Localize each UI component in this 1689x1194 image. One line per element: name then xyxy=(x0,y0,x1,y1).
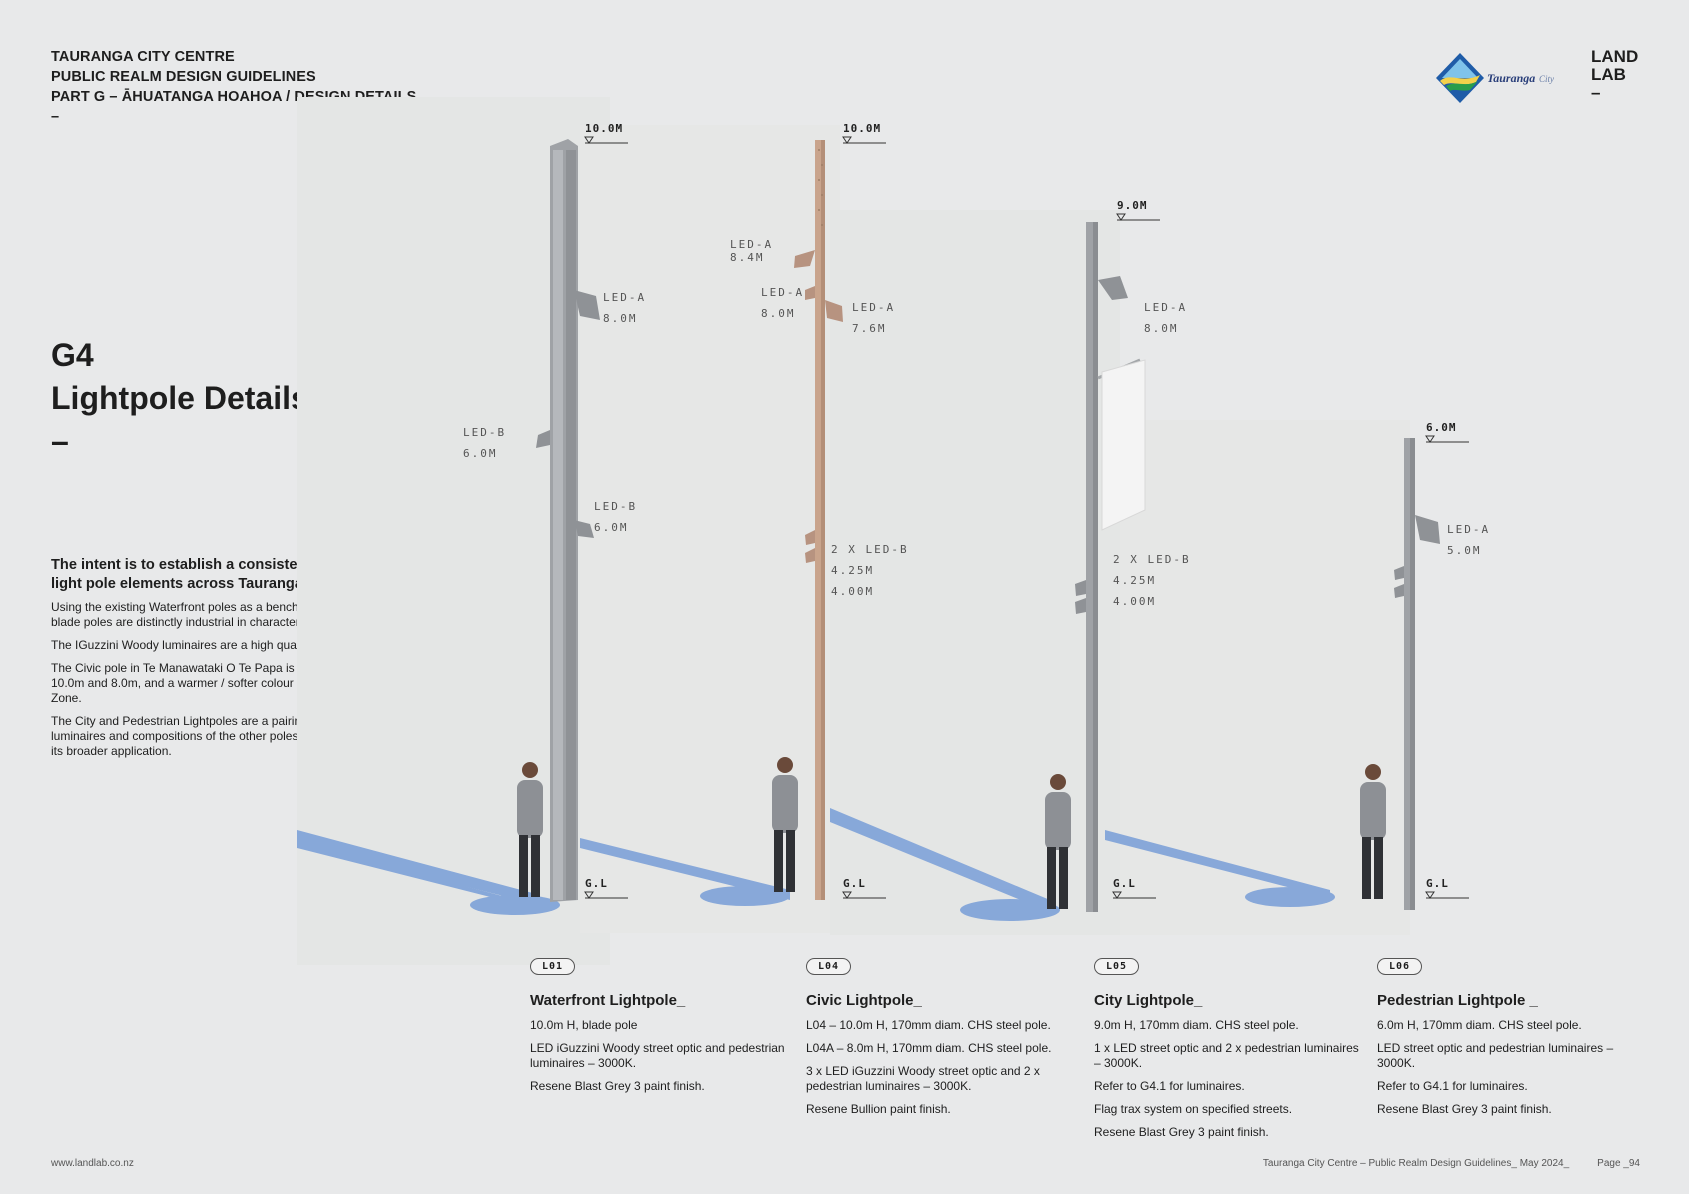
ground-level-label: G.L xyxy=(1113,877,1136,890)
landlab-logo: LAND LAB – xyxy=(1591,48,1638,102)
pole-shadows xyxy=(297,808,1335,921)
spec-line: 6.0m H, 170mm diam. CHS steel pole. xyxy=(1377,1018,1582,1032)
lightpole-elevation-drawing: 10.0M 10.0M 9.0M 6.0M G.L G.L G.L G.L LE… xyxy=(290,90,1488,970)
section-title: G4 Lightpole Details – xyxy=(51,334,309,463)
lightpole-illustration xyxy=(297,97,1469,965)
pole-name: Pedestrian Lightpole _ xyxy=(1377,992,1538,1009)
spec-line: LED iGuzzini Woody street optic and pede… xyxy=(530,1041,785,1070)
spec-line: Resene Blast Grey 3 paint finish. xyxy=(530,1079,705,1093)
logo-subtext: City xyxy=(1539,74,1554,84)
header-line-2: PUBLIC REALM DESIGN GUIDELINES xyxy=(51,69,316,85)
spec-line: Flag trax system on specified streets. xyxy=(1094,1102,1293,1116)
pole-code-badge: L06 xyxy=(1377,958,1423,975)
footer-doc-title: Tauranga City Centre – Public Realm Desi… xyxy=(1262,1158,1570,1169)
header-line-1: TAURANGA CITY CENTRE xyxy=(51,49,235,65)
spec-card-l06: L06 Pedestrian Lightpole _ 6.0m H, 170mm… xyxy=(1377,956,1647,1125)
spec-line: Resene Blast Grey 3 paint finish. xyxy=(1094,1125,1269,1139)
footer-page-number: Page _94 xyxy=(1597,1158,1640,1169)
ground-level-label: G.L xyxy=(585,877,608,890)
spec-card-l01: L01 Waterfront Lightpole_ 10.0m H, blade… xyxy=(530,956,800,1102)
section-number: G4 xyxy=(51,337,94,373)
level-label-10m-civic: 10.0M xyxy=(843,122,882,135)
spec-line: Refer to G4.1 for luminaires. xyxy=(1377,1079,1528,1093)
pole-code-badge: L05 xyxy=(1094,958,1140,975)
spec-line: 3 x LED iGuzzini Woody street optic and … xyxy=(806,1064,1040,1093)
spec-line: 1 x LED street optic and 2 x pedestrian … xyxy=(1094,1041,1359,1070)
pole-name: City Lightpole_ xyxy=(1094,992,1203,1009)
spec-line: 9.0m H, 170mm diam. CHS steel pole. xyxy=(1094,1018,1299,1032)
footer-document-info: Tauranga City Centre – Public Realm Desi… xyxy=(1263,1158,1640,1169)
landlab-line-1: LAND xyxy=(1591,47,1639,66)
civic-pole xyxy=(794,140,843,900)
tauranga-logo-mark-icon: Tauranga City xyxy=(1436,53,1554,103)
spec-line: Resene Bullion paint finish. xyxy=(806,1102,951,1116)
section-dash: – xyxy=(51,423,69,459)
human-scale-figures xyxy=(517,757,1386,909)
section-heading: Lightpole Details xyxy=(51,380,309,416)
tauranga-city-logo: Tauranga City xyxy=(1432,50,1562,106)
render-panel-3 xyxy=(830,210,1120,935)
spec-card-l04: L04 Civic Lightpole_ L04 – 10.0m H, 170m… xyxy=(806,956,1076,1125)
spec-line: LED street optic and pedestrian luminair… xyxy=(1377,1041,1614,1070)
level-marker-lines xyxy=(584,136,1469,899)
city-pole xyxy=(1075,222,1146,912)
spec-line: L04A – 8.0m H, 170mm diam. CHS steel pol… xyxy=(806,1041,1052,1055)
spec-line: 10.0m H, blade pole xyxy=(530,1018,638,1032)
pedestrian-pole xyxy=(1394,438,1440,910)
spec-card-l05: L05 City Lightpole_ 9.0m H, 170mm diam. … xyxy=(1094,956,1364,1148)
level-label-6m: 6.0M xyxy=(1426,421,1457,434)
pole-name: Waterfront Lightpole_ xyxy=(530,992,686,1009)
pole-code-badge: L01 xyxy=(530,958,576,975)
logo-text: Tauranga xyxy=(1487,71,1535,85)
landlab-dash: – xyxy=(1591,83,1601,102)
pole-name: Civic Lightpole_ xyxy=(806,992,922,1009)
ground-level-label: G.L xyxy=(1426,877,1449,890)
spec-line: L04 – 10.0m H, 170mm diam. CHS steel pol… xyxy=(806,1018,1051,1032)
level-label-9m: 9.0M xyxy=(1117,199,1148,212)
pole-code-badge: L04 xyxy=(806,958,852,975)
header-dash: – xyxy=(51,109,60,125)
level-label-10m: 10.0M xyxy=(585,122,624,135)
landlab-line-2: LAB xyxy=(1591,65,1626,84)
spec-line: Refer to G4.1 for luminaires. xyxy=(1094,1079,1245,1093)
ground-level-label: G.L xyxy=(843,877,866,890)
waterfront-pole xyxy=(536,139,600,902)
spec-line: Resene Blast Grey 3 paint finish. xyxy=(1377,1102,1552,1116)
footer-website: www.landlab.co.nz xyxy=(51,1158,134,1169)
document-header: TAURANGA CITY CENTRE PUBLIC REALM DESIGN… xyxy=(51,47,416,127)
